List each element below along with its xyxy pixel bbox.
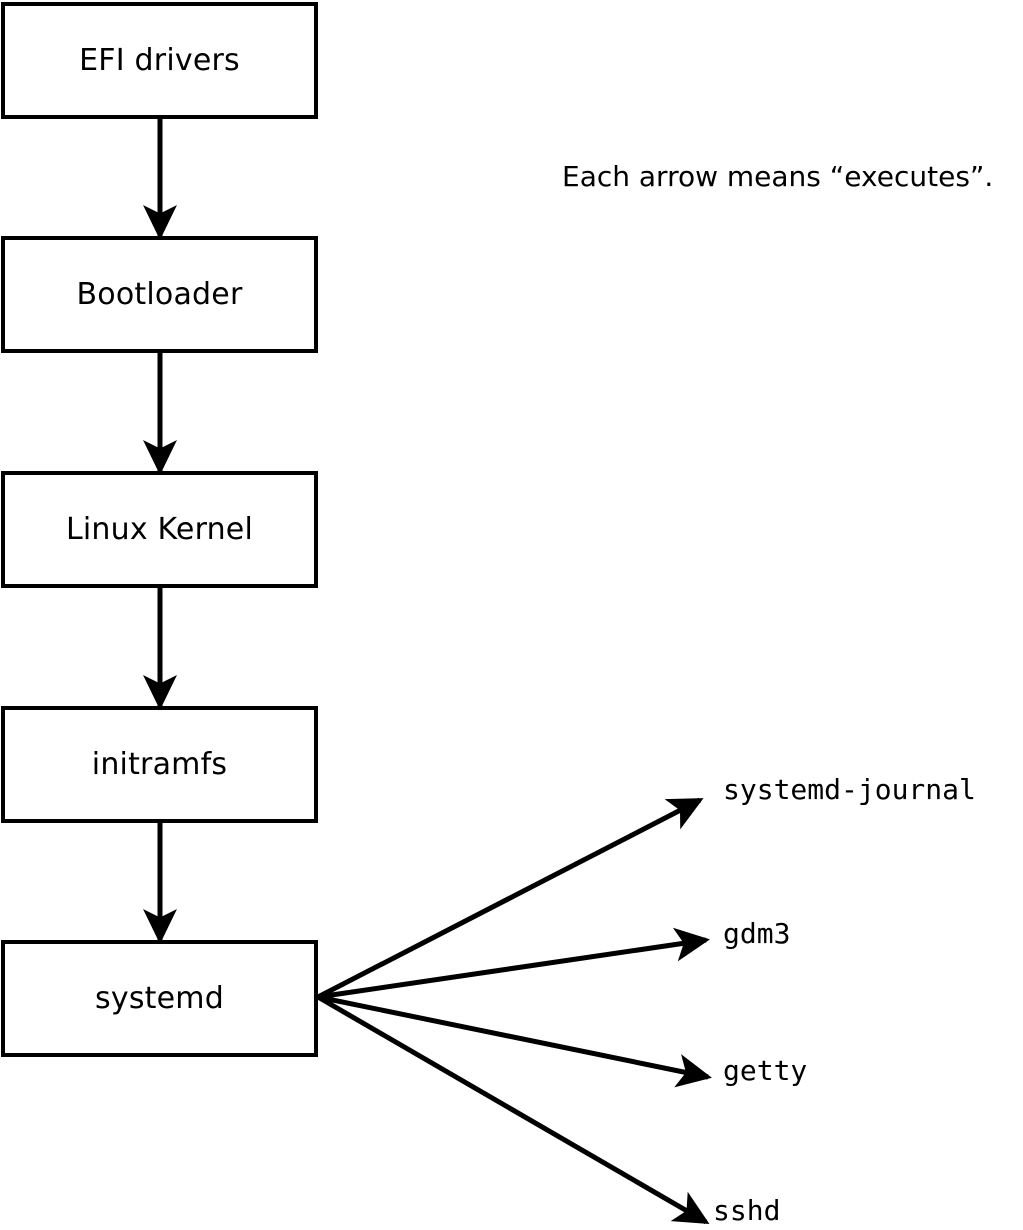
service-label-sshd: sshd [713,1194,781,1227]
fan-arrow-group [316,797,712,1225]
service-label-gdm3: gdm3 [723,917,791,950]
stage-box-linux-kernel[interactable]: Linux Kernel [1,471,318,588]
service-label-getty: getty [723,1054,808,1087]
stage-box-efi-drivers[interactable]: EFI drivers [1,2,318,119]
caption-note: Each arrow means “executes”. [562,160,994,193]
stage-label-bootloader: Bootloader [76,276,243,312]
stage-label-initramfs: initramfs [91,746,228,782]
stage-box-bootloader[interactable]: Bootloader [1,236,318,353]
service-label-systemd-journal: systemd-journal [723,773,976,806]
stage-label-linux-kernel: Linux Kernel [65,511,253,547]
arrow-systemd-to-getty [317,994,712,1088]
stage-label-efi-drivers: EFI drivers [79,42,240,78]
stage-box-systemd[interactable]: systemd [1,940,318,1057]
arrow-systemd-to-sshd [316,994,710,1225]
arrow-systemd-to-gdm3 [317,927,710,1000]
stage-label-systemd: systemd [95,980,224,1016]
arrow-systemd-to-systemd-journal [316,797,704,1000]
stage-box-initramfs[interactable]: initramfs [1,706,318,823]
